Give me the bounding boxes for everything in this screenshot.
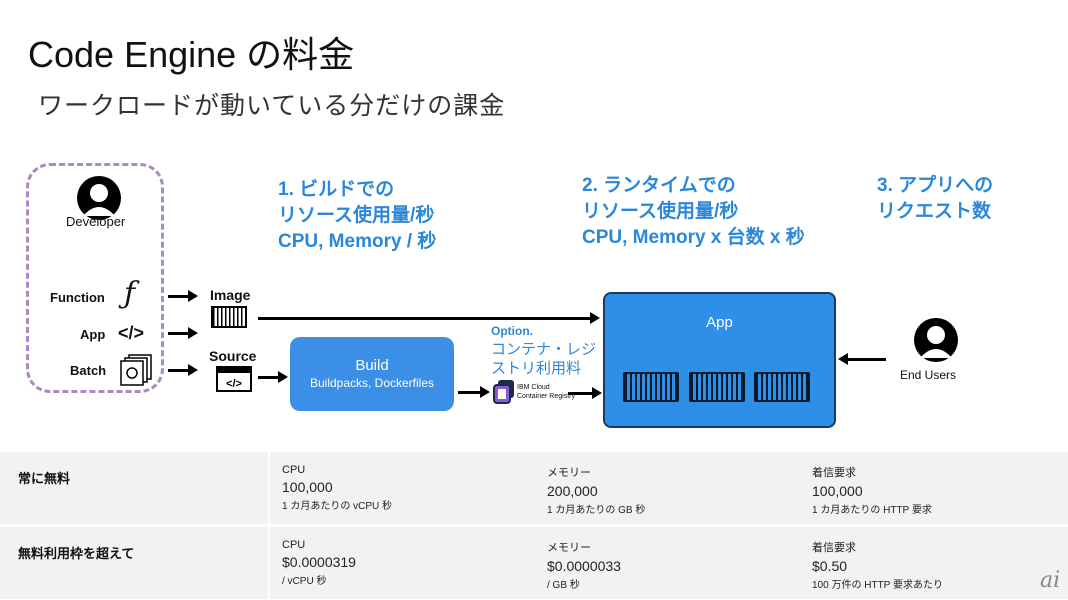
cell-label: CPU — [282, 539, 306, 551]
pricing-note-requests: 3. アプリへのリクエスト数 — [877, 173, 993, 225]
app-label: App — [80, 327, 106, 342]
pricing-note-runtime: 2. ランタイムでのリソース使用量/秒 CPU, Memory x 台数 x 秒 — [582, 173, 805, 251]
source-label: Source — [209, 348, 257, 364]
build-title: Build — [355, 357, 389, 374]
slide-title: Code Engine の料金 — [28, 34, 355, 75]
container-icon — [754, 372, 810, 402]
cell-value: $0.0000033 — [547, 558, 621, 574]
arrow — [258, 371, 288, 383]
row-header: 無料利用枠を超えて — [18, 546, 135, 561]
cell-label: 着信要求 — [812, 467, 856, 479]
end-users-label: End Users — [900, 368, 957, 382]
container-image-icon — [211, 306, 247, 328]
table-cell: 着信要求 100,000 1 カ月あたりの HTTP 要求 — [812, 464, 932, 516]
registry-logo-icon — [493, 380, 514, 404]
developer-avatar-icon — [77, 176, 121, 220]
source-code-icon: </> — [216, 366, 252, 392]
watermark-logo: ai — [1040, 568, 1061, 593]
cell-value: $0.50 — [812, 558, 848, 574]
svg-text:</>: </> — [226, 378, 242, 390]
cell-unit: 100 万件の HTTP 要求あたり — [812, 580, 943, 591]
cell-value: $0.0000319 — [282, 554, 356, 570]
option-description: コンテナ・レジストリ利用料 — [491, 340, 596, 378]
build-subtitle: Buildpacks, Dockerfiles — [309, 376, 435, 390]
container-icon — [689, 372, 745, 402]
arrow — [168, 364, 198, 376]
note-line: 1. ビルドでの — [278, 179, 395, 200]
slide-subtitle: ワークロードが動いている分だけの課金 — [38, 92, 506, 120]
cell-value: 100,000 — [282, 479, 333, 495]
note-line: CPU, Memory x 台数 x 秒 — [582, 227, 805, 248]
registry-line: IBM Cloud — [517, 384, 550, 391]
cell-unit: 1 カ月あたりの GB 秒 — [547, 505, 646, 516]
cell-unit: / vCPU 秒 — [282, 576, 327, 587]
table-cell: CPU $0.0000319 / vCPU 秒 — [282, 539, 356, 587]
app-title: App — [706, 314, 733, 331]
arrow — [168, 290, 198, 302]
table-cell: メモリー $0.0000033 / GB 秒 — [547, 539, 621, 591]
arrow — [258, 312, 600, 324]
developer-label: Developer — [66, 214, 126, 229]
cell-value: 200,000 — [547, 483, 598, 499]
registry-line: Container Registry — [517, 393, 575, 400]
cell-unit: / GB 秒 — [547, 580, 580, 591]
option-line: コンテナ・レジ — [491, 341, 597, 358]
arrow — [838, 353, 886, 365]
table-row: 常に無料 CPU 100,000 1 カ月あたりの vCPU 秒 メモリー 200,0… — [0, 452, 1068, 524]
option-label: Option. — [491, 324, 533, 338]
pricing-note-build: 1. ビルドでのリソース使用量/秒 CPU, Memory / 秒 — [278, 177, 436, 255]
cell-value: 100,000 — [812, 483, 863, 499]
developer-group — [26, 163, 164, 393]
table-cell: メモリー 200,000 1 カ月あたりの GB 秒 — [547, 464, 645, 516]
cell-label: 着信要求 — [812, 542, 856, 554]
table-row: 無料利用枠を超えて CPU $0.0000319 / vCPU 秒 メモリー $0.0… — [0, 527, 1068, 599]
note-line: リクエスト数 — [877, 201, 992, 222]
build-box: Build Buildpacks, Dockerfiles — [290, 337, 454, 411]
arrow — [168, 327, 198, 339]
function-icon: ƒ — [124, 276, 136, 311]
image-label: Image — [210, 287, 251, 303]
cell-label: メモリー — [547, 467, 591, 479]
note-line: CPU, Memory / 秒 — [278, 231, 437, 252]
table-cell: 着信要求 $0.50 100 万件の HTTP 要求あたり — [812, 539, 943, 591]
cell-label: CPU — [282, 464, 306, 476]
function-label: Function — [50, 290, 105, 305]
cell-unit: 1 カ月あたりの vCPU 秒 — [282, 501, 393, 512]
code-icon: </> — [118, 323, 145, 343]
batch-icon — [120, 354, 152, 386]
cell-unit: 1 カ月あたりの HTTP 要求 — [812, 505, 932, 516]
container-icon — [623, 372, 679, 402]
arrow — [458, 386, 490, 398]
batch-label: Batch — [70, 363, 107, 378]
note-line: 2. ランタイムでの — [582, 175, 736, 196]
note-line: リソース使用量/秒 — [582, 201, 739, 222]
row-header: 常に無料 — [18, 471, 71, 486]
option-line: ストリ利用料 — [491, 360, 582, 377]
cell-label: メモリー — [547, 542, 591, 554]
end-user-avatar-icon — [914, 318, 958, 362]
arrow — [568, 387, 602, 399]
note-line: 3. アプリへの — [877, 175, 994, 196]
note-line: リソース使用量/秒 — [278, 205, 435, 226]
app-box: App — [603, 292, 836, 428]
table-cell: CPU 100,000 1 カ月あたりの vCPU 秒 — [282, 464, 392, 512]
